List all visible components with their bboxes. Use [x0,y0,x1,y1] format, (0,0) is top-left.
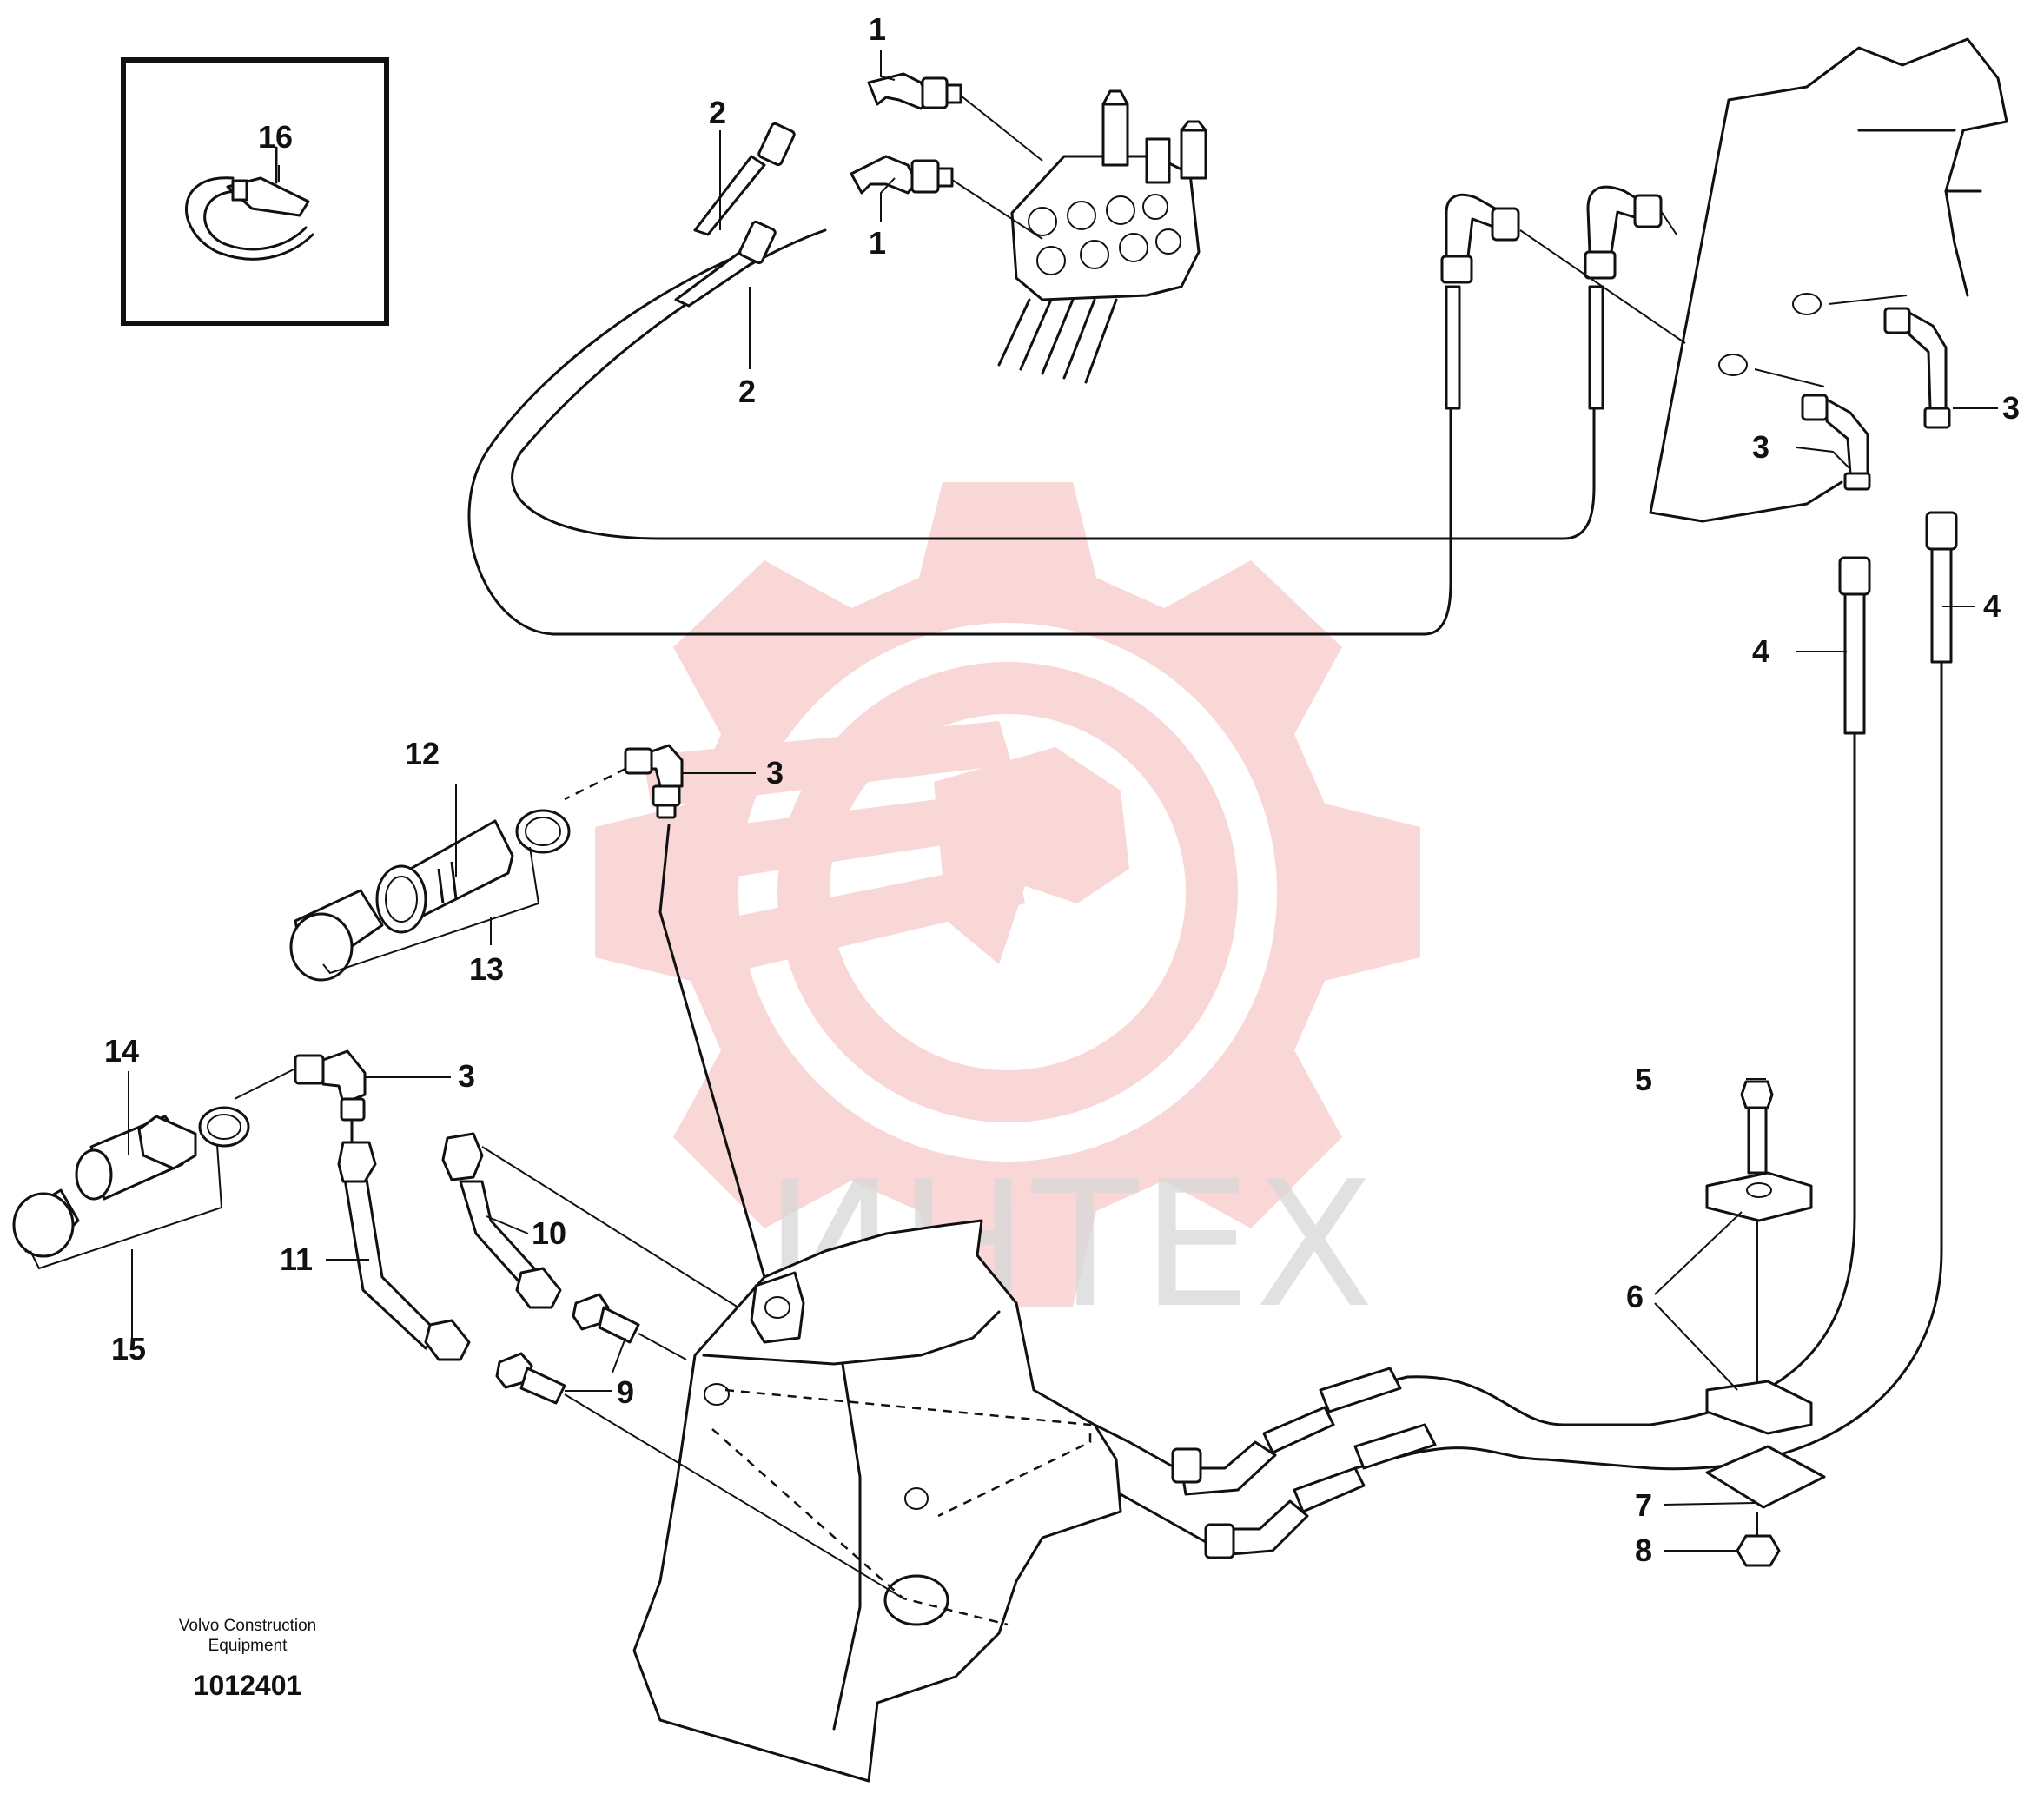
quick-coupling-14 [75,1106,250,1201]
clamp-half-6 [1705,1171,1813,1435]
callout-3c: 3 [766,755,784,791]
pipe-11 [337,1141,471,1361]
inset-box [121,57,389,326]
callout-3a: 3 [2002,390,2020,426]
elbow-fitting-3-lower-left [234,1049,367,1122]
callout-2a: 2 [709,95,726,130]
callout-1b: 1 [869,225,886,261]
callout-11: 11 [280,1241,313,1277]
control-valve [997,89,1207,384]
drawing-number: 1012401 [193,1670,302,1701]
callout-13: 13 [469,951,504,987]
callout-2b: 2 [738,374,756,409]
quick-coupling-12 [375,819,514,934]
hose-end-elbow-left [1440,193,1520,410]
callout-4a: 4 [1752,633,1769,669]
callout-10: 10 [532,1215,566,1251]
callout-4b: 4 [1983,588,2001,624]
elbow-fitting-1-upper [867,72,1043,162]
elbow-fitting-1-lower [850,155,1043,240]
hose-fittings-lower [1093,1367,1437,1559]
callout-9: 9 [617,1374,634,1410]
hose-end-4-right [1925,511,1958,664]
callout-1a: 1 [869,11,886,47]
hose-end-elbow-right [1519,185,1686,410]
bolt-5 [1740,1080,1774,1399]
adapter-9-upper [572,1293,687,1360]
callout-labels: 1 1 2 2 3 3 3 3 4 4 5 6 7 8 9 10 11 12 1… [104,11,2020,1568]
manufacturer-label: Volvo Construction Equipment [130,1616,365,1656]
pipe-10 [441,1132,739,1309]
hose-end-2-upper [693,122,796,236]
nut-8 [1736,1512,1781,1567]
callout-16: 16 [258,119,293,155]
manufacturer-line-1: Volvo Construction [178,1617,317,1635]
callout-5: 5 [1635,1062,1652,1097]
callout-7: 7 [1635,1487,1652,1523]
plate-7 [1705,1445,1826,1509]
callout-8: 8 [1635,1532,1652,1568]
dust-cap-13 [289,809,571,982]
elbow-fitting-3-middle [564,744,684,819]
manufacturer-line-2: Equipment [208,1637,288,1655]
watermark-gear-logo [595,482,1420,1307]
hose-end-2-lower [674,220,777,308]
callout-12: 12 [405,736,440,771]
elbow-fitting-3-left [1754,295,1908,491]
callout-3b: 3 [1752,429,1769,465]
hose-end-4-left [1838,556,1871,735]
callout-15: 15 [111,1331,146,1367]
adapter-9-lower [495,1352,904,1599]
callout-14: 14 [104,1033,139,1069]
callout-3d: 3 [458,1058,475,1094]
elbow-fitting-3-right [1883,307,1951,429]
frame-panel [1649,37,2008,523]
leader-lines [128,50,1998,1552]
dust-cap-15 [12,1144,223,1270]
callout-6: 6 [1626,1279,1644,1314]
